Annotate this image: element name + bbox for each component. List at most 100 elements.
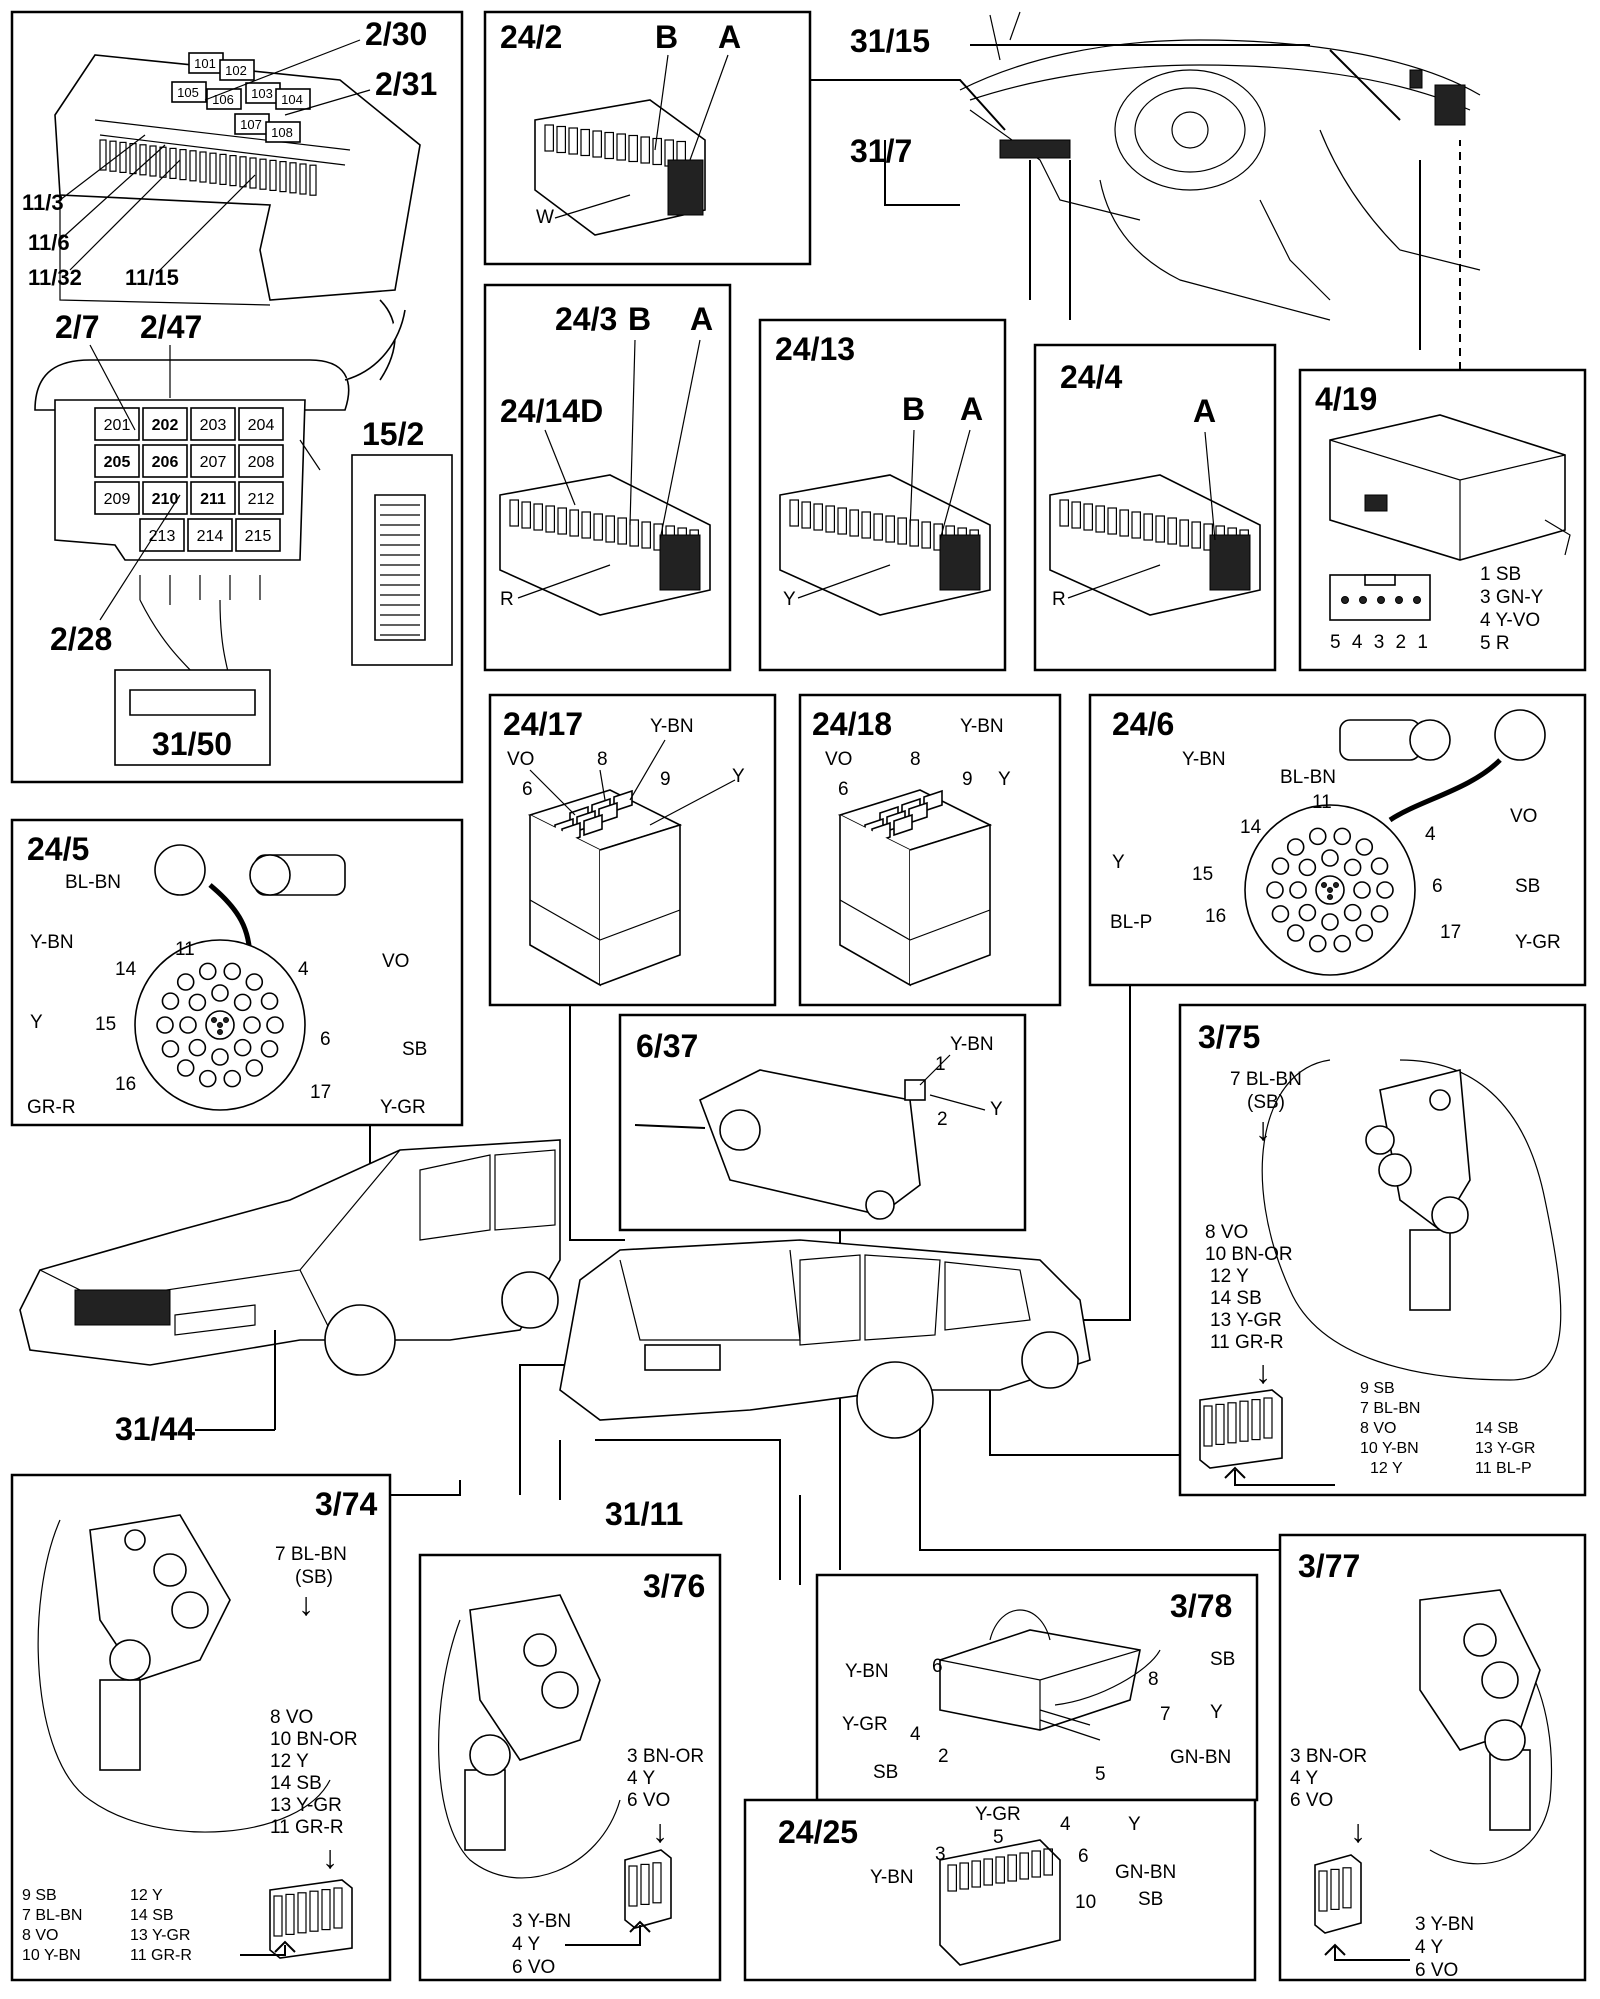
switch-3-78-title: 3/78 — [1170, 1588, 1232, 1624]
label-11: 11 — [1312, 792, 1332, 813]
wire-4-y: 4 Y — [1290, 1768, 1319, 1789]
connector-24-4-title: 24/4 — [1060, 359, 1122, 395]
label-8: 8 — [597, 749, 608, 770]
fuse-number: 104 — [281, 92, 303, 107]
pin-13-y-gr: 13 Y-GR — [130, 1927, 190, 1944]
callout-2-30: 2/30 — [365, 16, 427, 52]
label-4: 4 — [1060, 1814, 1071, 1835]
pin-13-y-gr: 13 Y-GR — [1475, 1440, 1535, 1457]
wire-10-bn-or: 10 BN-OR — [1205, 1244, 1293, 1265]
label-vo: VO — [825, 749, 852, 770]
fuse-number: 101 — [194, 56, 216, 71]
pin-10-y-bn: 10 Y-BN — [1360, 1440, 1419, 1457]
pin-7-bl-bn: 7 BL-BN — [22, 1907, 82, 1924]
connector-24-2-color: W — [536, 207, 554, 228]
lock-3-77-title: 3/77 — [1298, 1548, 1360, 1584]
label-4: 4 — [910, 1724, 921, 1745]
relay-slot — [94, 407, 140, 441]
pin-cavity — [1321, 849, 1339, 867]
label-y: Y — [990, 1099, 1003, 1120]
label-7: 7 — [1160, 1704, 1171, 1725]
label-2: 2 — [938, 1746, 949, 1767]
relay-number: 214 — [197, 528, 224, 545]
lock-3-75-title: 3/75 — [1198, 1019, 1260, 1055]
terminal-slot — [149, 145, 157, 177]
connector-24-13-a: A — [960, 391, 983, 427]
connector-slot — [801, 501, 811, 529]
terminal-slot — [109, 140, 117, 172]
connector-slot — [849, 509, 859, 537]
pin-cavity — [156, 1016, 174, 1034]
terminal-slot — [139, 144, 147, 176]
pin-block — [269, 1879, 353, 1959]
wire-10-bn-or: 10 BN-OR — [270, 1729, 358, 1750]
connector-slot — [983, 1858, 993, 1886]
pin-cavity — [233, 993, 252, 1012]
relay-slot — [238, 481, 284, 515]
lock-3-77: 3/77 3 BN-OR 4 Y 6 VO ↓ 3 Y-BN 4 Y 6 VO — [1278, 1533, 1587, 1982]
connector-slot — [885, 515, 895, 543]
label-10: 10 — [1075, 1892, 1096, 1913]
label-8: 8 — [910, 749, 921, 770]
cavity — [583, 813, 603, 837]
label-gn-bn: GN-BN — [1115, 1862, 1176, 1883]
connector-slot — [1143, 513, 1153, 541]
label-y-bn: Y-BN — [950, 1034, 994, 1055]
connector-24-2-b: B — [655, 19, 678, 55]
pin-dot — [1327, 894, 1333, 900]
connector-slot — [604, 131, 614, 160]
pin-slot — [273, 1895, 283, 1937]
pin-cavity — [260, 992, 279, 1010]
connector-24-5-title: 24/5 — [27, 831, 89, 867]
label-5: 5 — [993, 1827, 1004, 1848]
connector-24-13-title: 24/13 — [775, 331, 855, 367]
wire-8-vo: 8 VO — [1205, 1222, 1248, 1243]
pin-cavity — [266, 1016, 284, 1034]
lock-3-74: 3/74 7 BL-BN (SB) ↓ 8 VO 10 BN-OR 12 Y 1… — [10, 1473, 392, 1982]
label-bl-bn: BL-BN — [65, 872, 121, 893]
wire-6-vo: 6 VO — [1290, 1790, 1333, 1811]
label-sb: SB — [402, 1039, 427, 1060]
label-y-bn: Y-BN — [845, 1661, 889, 1682]
car-rear-view: 31/44 31/11 — [115, 1239, 1091, 1532]
relay-number: 205 — [104, 454, 131, 471]
arrow-down-icon: ↓ — [652, 1813, 668, 1849]
connector-24-5: 24/5 BL-BN 11 Y-BN 14 4 VO Y 15 6 SB 16 … — [10, 818, 464, 1127]
relay-number: 203 — [200, 417, 227, 434]
connector-slot — [629, 519, 639, 547]
label-4: 4 — [1425, 824, 1436, 845]
connector-slot — [1191, 521, 1201, 549]
relay-slot — [238, 407, 284, 441]
connector-24-6-title: 24/6 — [1112, 706, 1174, 742]
fuse-number: 105 — [177, 85, 199, 100]
pin-dot — [217, 1022, 223, 1028]
connector-24-4: 24/4 A R — [1033, 343, 1277, 672]
connector-slot — [995, 1856, 1005, 1884]
pin-cavity — [1298, 858, 1317, 877]
wire-13-y-gr: 13 Y-GR — [270, 1795, 342, 1816]
callout-31-44: 31/44 — [115, 1411, 195, 1447]
label-y: Y — [732, 766, 745, 787]
relay-slot — [235, 518, 281, 552]
pin-cavity — [243, 1016, 261, 1034]
connector-slot — [789, 499, 799, 527]
wire-sb: (SB) — [1247, 1092, 1285, 1113]
connector-slot — [1107, 507, 1117, 535]
label-gr-r: GR-R — [27, 1097, 76, 1118]
pin-3-y-bn: 3 Y-BN — [1415, 1914, 1474, 1935]
wire-sb: (SB) — [295, 1567, 333, 1588]
pin-block — [1314, 1854, 1362, 1934]
connector-slot — [959, 1862, 969, 1890]
pin-cavity — [1286, 924, 1305, 942]
wire-8-vo: 8 VO — [270, 1707, 313, 1728]
label-17: 17 — [310, 1082, 331, 1103]
wire-3-bn-or: 3 BN-OR — [627, 1746, 704, 1767]
dashboard-illustration: 31/15 31/7 — [850, 11, 1481, 321]
label-y: Y — [998, 769, 1011, 790]
connector-24-3-title: 24/3 — [555, 301, 617, 337]
label-16: 16 — [115, 1074, 136, 1095]
fuse-number: 103 — [251, 86, 273, 101]
label-6: 6 — [932, 1656, 943, 1677]
